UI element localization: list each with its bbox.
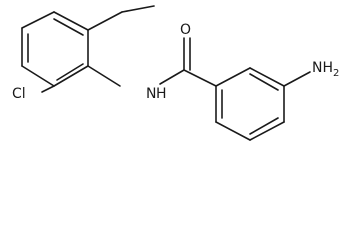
- ring-bond: [215, 121, 251, 141]
- ring-bond: [249, 67, 285, 87]
- ring-bond: [21, 65, 55, 87]
- methyl-bond: [87, 11, 123, 31]
- ring-bond: [53, 65, 89, 87]
- methyl-bond: [121, 5, 155, 13]
- amide-hydrogen-label: H: [156, 86, 167, 102]
- ring-bond: [53, 11, 89, 31]
- ring-double-bond: [56, 63, 84, 81]
- left-ring: [21, 11, 89, 87]
- n-carbonyl-bond: [159, 69, 185, 85]
- ring-double-bond: [249, 117, 279, 135]
- carbonyl-aryl-bond: [183, 69, 217, 87]
- structure-svg: O N H NH2 Cl: [12, 5, 339, 141]
- amine-bond: [283, 71, 311, 87]
- chlorine-bond: [41, 85, 55, 93]
- ring-bond: [21, 11, 55, 29]
- ring-bond: [249, 121, 285, 141]
- ring-double-bond: [249, 73, 279, 91]
- amide-nitrogen-label: N: [146, 86, 156, 102]
- n-aryl-bond: [87, 65, 121, 87]
- ring-bond: [215, 67, 251, 87]
- amine-label: NH2: [312, 60, 339, 79]
- right-ring: [215, 67, 285, 141]
- ring-double-bond: [53, 18, 84, 36]
- oxygen-label: O: [180, 22, 191, 38]
- chlorine-label: Cl: [12, 86, 26, 102]
- molecule-diagram: O N H NH2 Cl: [12, 5, 339, 141]
